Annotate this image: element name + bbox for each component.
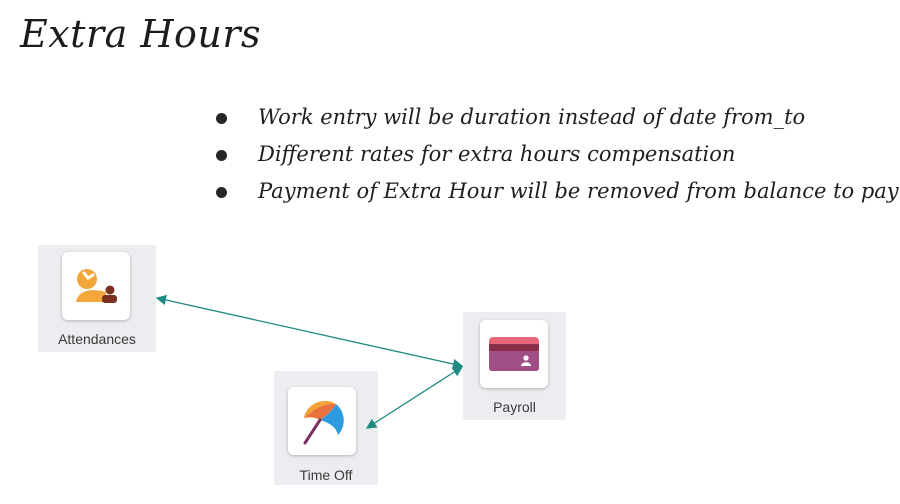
payroll-tile[interactable] [480, 320, 548, 388]
slide-title: Extra Hours [20, 12, 261, 56]
bullet-text: Different rates for extra hours compensa… [258, 142, 736, 166]
time-off-icon [303, 400, 344, 445]
arrow-attendances-payroll [155, 294, 464, 370]
bullet-text: Payment of Extra Hour will be removed fr… [258, 179, 899, 203]
payroll-label: Payroll [493, 399, 536, 415]
bullet-text: Work entry will be duration instead of d… [258, 105, 806, 129]
attendances-icon [76, 269, 117, 303]
attendances-card[interactable]: Attendances [38, 245, 156, 352]
payroll-icon [489, 337, 539, 371]
arrow-timeoff-payroll [365, 366, 464, 429]
time-off-card[interactable]: Time Off [274, 371, 378, 485]
time-off-label: Time Off [299, 467, 353, 483]
payroll-card[interactable]: Payroll [463, 312, 566, 420]
bullet-list: Work entry will be duration instead of d… [0, 0, 900, 220]
bullet-dot-icon [216, 113, 227, 124]
bullet-dot-icon [216, 150, 227, 161]
attendances-label: Attendances [58, 331, 136, 347]
attendances-tile[interactable] [62, 252, 130, 320]
time-off-tile[interactable] [288, 387, 356, 455]
bullet-dot-icon [216, 187, 227, 198]
